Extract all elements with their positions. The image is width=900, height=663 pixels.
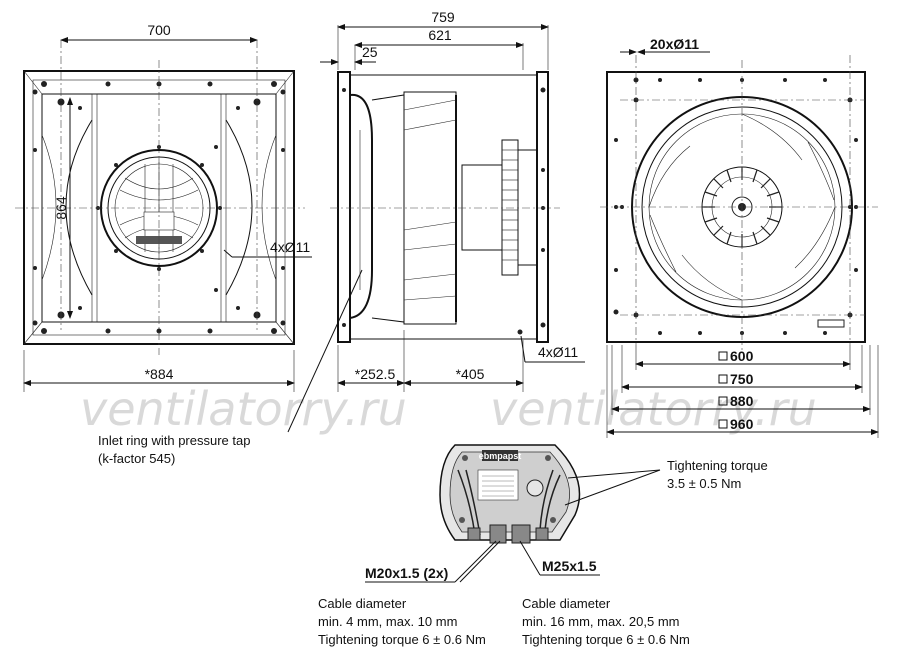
front-dim-700: 700 (147, 22, 171, 38)
cable-right-range: min. 16 mm, max. 20,5 mm (522, 614, 679, 629)
rating-plate (477, 469, 519, 501)
side-dim-621: 621 (428, 27, 452, 43)
cable-left-range: min. 4 mm, max. 10 mm (318, 614, 457, 629)
brand-text: ebmpapst (479, 451, 522, 461)
side-dim-405: *405 (456, 366, 485, 382)
side-dim-759: 759 (431, 9, 455, 25)
front-dim-884: *884 (145, 366, 174, 382)
inlet-ring-label: Inlet ring with pressure tap (98, 433, 250, 448)
cable-right-title: Cable diameter (522, 596, 611, 611)
side-dim-25: 25 (362, 44, 378, 60)
side-dim-holes: 4xØ11 (538, 344, 578, 360)
back-dim-960: 960 (730, 416, 754, 432)
side-front-plate (337, 71, 351, 343)
gland-m20-a (489, 524, 507, 544)
terminal-box-detail: ebmpapst (365, 444, 661, 583)
inlet-ring-kfactor: (k-factor 545) (98, 451, 175, 466)
cable-left-torque: Tightening torque 6 ± 0.6 Nm (318, 632, 486, 647)
back-dim-880: 880 (730, 393, 754, 409)
side-inlet-ring (349, 93, 373, 319)
watermark-left: ventilatorry.ru (80, 382, 407, 436)
side-dim-252: *252.5 (355, 366, 396, 382)
back-dim-holes: 20xØ11 (650, 36, 699, 52)
gland-m25 (511, 524, 531, 544)
cable-right-torque: Tightening torque 6 ± 0.6 Nm (522, 632, 690, 647)
back-view: 20xØ11 600 750 880 960 (600, 36, 879, 438)
m20-label: M20x1.5 (2x) (365, 565, 448, 581)
tightening-top-value: 3.5 ± 0.5 Nm (667, 476, 741, 491)
tightening-top-label: Tightening torque (667, 458, 768, 473)
m25-label: M25x1.5 (542, 558, 597, 574)
side-view: 759 621 25 (287, 9, 585, 433)
front-dim-864: 864 (53, 196, 69, 220)
side-motor (461, 164, 503, 251)
back-dim-600: 600 (730, 348, 754, 364)
front-view: 700 864 *884 4xØ11 (15, 22, 312, 392)
cable-left-title: Cable diameter (318, 596, 407, 611)
back-dim-750: 750 (730, 371, 754, 387)
back-blades (648, 113, 836, 301)
brand-label (482, 450, 518, 461)
front-dim-holes: 4xØ11 (270, 239, 310, 255)
